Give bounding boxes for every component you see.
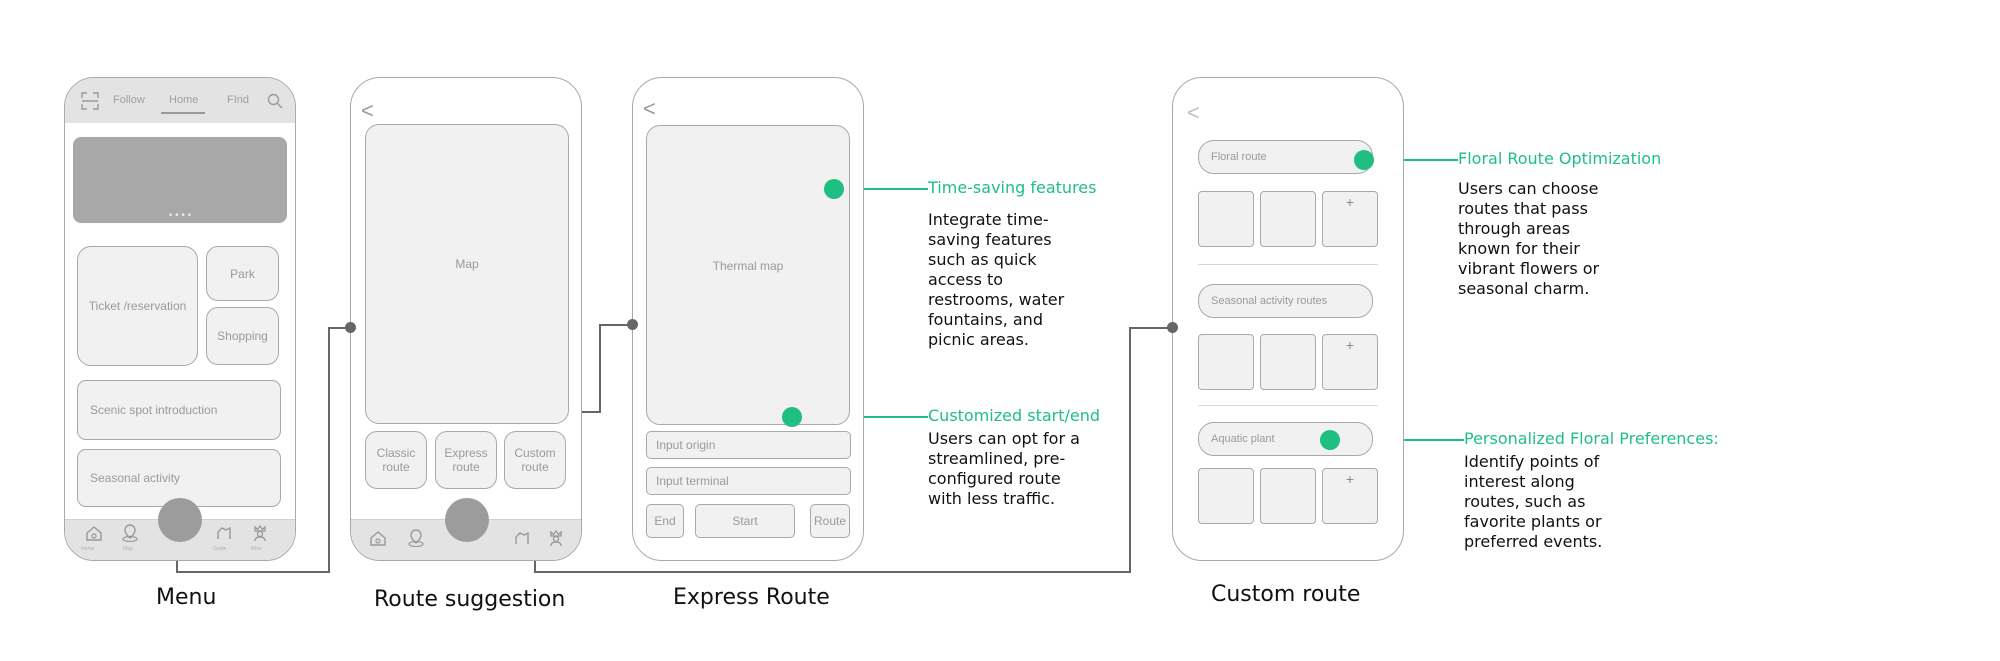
- tab-home-underline: [161, 112, 205, 114]
- connector-dot: [1167, 322, 1178, 333]
- annotation-title-floral-preferences: Personalized Floral Preferences:: [1464, 429, 1719, 448]
- annotation-title-start-end: Customized start/end: [928, 406, 1101, 425]
- seasonal-add-button[interactable]: +: [1322, 334, 1378, 390]
- annotation-title-floral-optimization: Floral Route Optimization: [1458, 149, 1662, 168]
- back-arrow-icon[interactable]: <: [361, 98, 374, 123]
- home-icon[interactable]: [369, 529, 387, 547]
- tab-follow[interactable]: Follow: [113, 94, 145, 106]
- nav-label-home: Home: [81, 546, 95, 552]
- terminal-input[interactable]: Input terminal: [646, 467, 851, 495]
- connector-dot: [627, 319, 638, 330]
- express-route-screen: < Thermal map Input origin Input termina…: [632, 77, 864, 561]
- divider: [1198, 264, 1378, 265]
- route-suggestion-screen: < Map Classic route Express route Custom…: [350, 77, 582, 561]
- aquatic-add-button[interactable]: +: [1322, 468, 1378, 524]
- nav-label-mine: Mine: [251, 546, 262, 552]
- caption-express-route: Express Route: [673, 585, 830, 610]
- caption-menu: Menu: [156, 585, 217, 610]
- floral-route-pill[interactable]: Floral route: [1198, 140, 1373, 174]
- nav-label-guide: Guide: [213, 546, 227, 552]
- seasonal-option-1[interactable]: [1198, 334, 1254, 390]
- back-arrow-icon[interactable]: <: [1187, 100, 1200, 125]
- scan-icon[interactable]: [81, 92, 99, 110]
- annotation-body-start-end: Users can opt for a streamlined, pre- co…: [928, 429, 1080, 508]
- search-icon[interactable]: [267, 93, 283, 109]
- floral-add-button[interactable]: +: [1322, 191, 1378, 247]
- annotation-dot-floral-preferences: [1320, 430, 1340, 450]
- annotation-body-floral-optimization: Users can choose routes that pass throug…: [1458, 179, 1600, 298]
- seasonal-routes-pill[interactable]: Seasonal activity routes: [1198, 284, 1373, 318]
- aquatic-plant-pill[interactable]: Aquatic plant: [1198, 422, 1373, 456]
- menu-screen: Follow Home FInd • • • • Ticket /reserva…: [64, 77, 296, 561]
- mine-icon[interactable]: [547, 529, 565, 547]
- tab-home[interactable]: Home: [169, 94, 199, 106]
- end-button[interactable]: End: [646, 504, 684, 538]
- thermal-map-view[interactable]: Thermal map: [646, 125, 850, 425]
- guide-icon[interactable]: [513, 529, 531, 547]
- divider: [1198, 405, 1378, 406]
- route-button[interactable]: Route: [810, 504, 850, 538]
- back-arrow-icon[interactable]: <: [643, 96, 656, 121]
- annotation-title-time-saving: Time-saving features: [928, 178, 1097, 197]
- ticket-reservation-card[interactable]: Ticket /reservation: [77, 246, 198, 366]
- seasonal-activity-card[interactable]: Seasonal activity: [77, 449, 281, 507]
- floral-option-2[interactable]: [1260, 191, 1316, 247]
- guide-icon[interactable]: [215, 524, 233, 542]
- map-pin-icon[interactable]: [407, 529, 425, 548]
- map-view[interactable]: Map: [365, 124, 569, 424]
- park-card[interactable]: Park: [206, 246, 279, 301]
- banner-carousel[interactable]: • • • •: [73, 137, 287, 223]
- origin-input[interactable]: Input origin: [646, 431, 851, 459]
- connector-dot: [345, 322, 356, 333]
- seasonal-option-2[interactable]: [1260, 334, 1316, 390]
- caption-custom-route: Custom route: [1211, 582, 1361, 607]
- center-action-button[interactable]: [445, 498, 489, 542]
- custom-route-button[interactable]: Custom route: [504, 431, 566, 489]
- floral-option-1[interactable]: [1198, 191, 1254, 247]
- home-icon[interactable]: [85, 524, 103, 542]
- mine-icon[interactable]: [251, 524, 269, 542]
- annotation-body-floral-preferences: Identify points of interest along routes…: [1464, 452, 1603, 551]
- tab-find[interactable]: FInd: [227, 94, 250, 106]
- aquatic-option-2[interactable]: [1260, 468, 1316, 524]
- express-route-button[interactable]: Express route: [435, 431, 497, 489]
- annotation-dot-time-saving: [824, 179, 844, 199]
- carousel-dots: • • • •: [168, 210, 192, 221]
- aquatic-option-1[interactable]: [1198, 468, 1254, 524]
- map-pin-icon[interactable]: [121, 524, 139, 543]
- annotation-dot-floral-optimization: [1354, 150, 1374, 170]
- scenic-spot-card[interactable]: Scenic spot introduction: [77, 380, 281, 440]
- custom-route-screen: < Floral route + Seasonal activity route…: [1172, 77, 1404, 561]
- annotation-dot-start-end: [782, 407, 802, 427]
- caption-route-suggestion: Route suggestion: [374, 587, 566, 612]
- shopping-card[interactable]: Shopping: [206, 307, 279, 365]
- nav-label-map: Map: [123, 546, 133, 552]
- center-action-button[interactable]: [158, 498, 202, 542]
- start-button[interactable]: Start: [695, 504, 795, 538]
- annotation-body-time-saving: Integrate time- saving features such as …: [928, 210, 1065, 349]
- top-bar: Follow Home FInd: [65, 78, 295, 123]
- classic-route-button[interactable]: Classic route: [365, 431, 427, 489]
